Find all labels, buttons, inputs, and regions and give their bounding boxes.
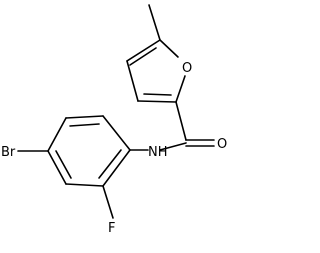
bond-benzene-c1-c2 [102,115,131,151]
bond-benzene-c6-c1 [102,149,131,187]
bond-benzene-c3-c4 [47,117,67,152]
bond-furan-c4-c4-inner [129,47,157,66]
bond-benzene-c5-c6 [65,183,104,187]
chemical-structure: O O NH Br F [1,4,227,236]
bond-carbonyl-n [159,142,187,151]
bond-benzene-c6-c1-inner [98,149,122,179]
bond-c2-carbonyl [175,101,187,141]
bond-furan-o-c5 [159,39,179,58]
bond-fluorine [102,185,114,219]
atom-amide-nh: NH [148,145,168,160]
bond-methyl [148,4,161,41]
bond-furan-c3-c2-inner [143,93,172,96]
bond-furan-c2-o [175,75,186,103]
bond-benzene-c4-c5-inner [55,150,72,179]
bond-furan-c4-c3 [126,60,139,102]
atom-oxygen-ring: O [182,61,192,76]
atom-fluorine: F [108,221,115,236]
bond-benzene-c4-c5 [47,150,67,185]
bond-furan-c5-c4 [126,39,161,62]
bond-benzene-c2-c3 [65,115,104,119]
bond-benzene-c2-c3-inner [69,123,100,127]
atom-oxygen-carbonyl: O [217,137,227,152]
bond-furan-c3-c2 [137,100,177,103]
atom-bromine: Br [1,145,16,160]
